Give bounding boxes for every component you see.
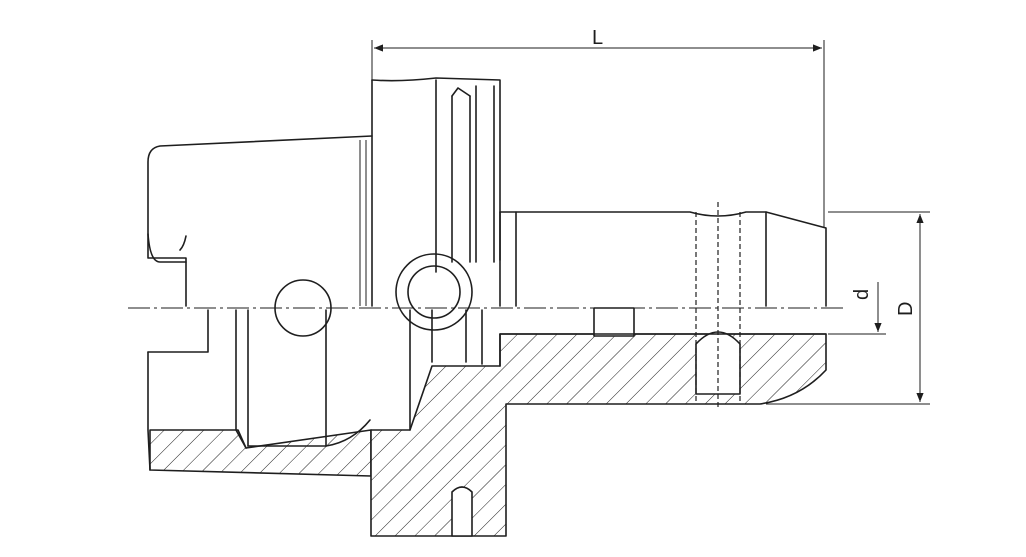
dimension-bore: d — [828, 282, 886, 335]
section-view — [149, 307, 827, 537]
flange — [359, 77, 501, 431]
drive-slot — [451, 486, 473, 537]
shank-section — [149, 429, 372, 477]
coolant-bore — [395, 253, 473, 331]
dimension-length: L — [371, 27, 825, 228]
bore-label: d — [851, 289, 873, 300]
diameter-label: D — [895, 302, 917, 316]
taper-shank — [147, 135, 373, 471]
flange-section — [370, 333, 827, 537]
length-label: L — [592, 27, 603, 49]
bore-groove — [593, 307, 635, 337]
dimension-diameter: D — [766, 211, 930, 405]
